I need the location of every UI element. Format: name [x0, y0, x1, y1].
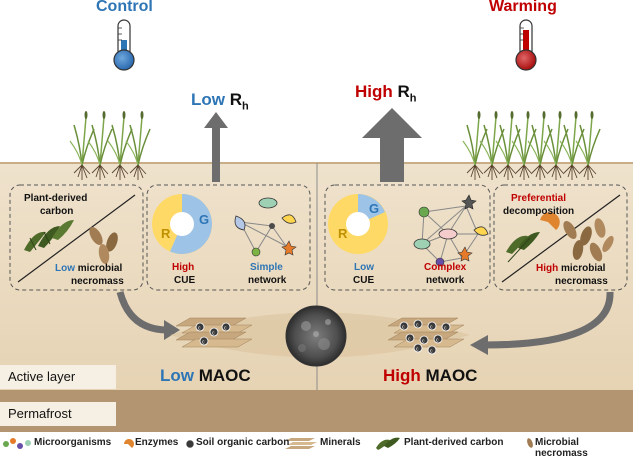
warming-necromass-label-1: High microbial [536, 263, 605, 274]
control-maoc-word: MAOC [198, 366, 251, 385]
warming-maoc-word: MAOC [425, 366, 478, 385]
control-pie-r: R [161, 226, 171, 241]
warming-rh-symbol: R [397, 82, 410, 101]
active-layer-label-box [0, 365, 116, 389]
control-microbe-box [146, 184, 311, 291]
legend-soc-label: Soil organic carbon [196, 437, 290, 448]
warming-necromass-word: microbial [561, 263, 606, 274]
control-simple-network [234, 197, 297, 257]
warming-plant-carbon-icon [506, 232, 540, 263]
control-necromass-arrow [116, 291, 169, 334]
legend-necromass-label: Microbial necromass [535, 437, 588, 459]
legend-microorganisms-label: Microorganisms [34, 437, 112, 448]
warming-thermometer-icon [515, 19, 537, 71]
warming-necromass-label-2: necromass [555, 276, 608, 287]
warming-network-label: network [426, 275, 465, 286]
warming-maoc-label: High MAOC [383, 366, 477, 386]
control-maoc-level: Low [160, 366, 194, 385]
warming-microbe-box [324, 184, 491, 291]
control-cue-level: High [172, 262, 195, 273]
warming-title: Warming [489, 0, 557, 15]
warming-rh-label: High Rh [355, 82, 417, 104]
control-maoc-label: Low MAOC [160, 366, 251, 386]
permafrost-label-box [0, 402, 116, 426]
control-network-level: Simple [250, 262, 283, 273]
control-necromass-level: Low [55, 263, 75, 274]
control-box-diagonal [17, 194, 136, 283]
warming-cue-label: CUE [353, 275, 375, 286]
warming-necromass-arrowhead [470, 335, 488, 355]
warming-cue-level: Low [354, 262, 374, 273]
control-pie-g: G [199, 212, 210, 227]
warming-box-diagonal [501, 194, 621, 283]
control-necromass-arrowhead [164, 320, 180, 340]
legend-soc-icon [185, 439, 195, 449]
control-necromass-label-2: necromass [71, 276, 124, 287]
permafrost-label: Permafrost [8, 406, 72, 421]
legend-plant-carbon-label: Plant-derived carbon [404, 437, 504, 448]
control-necromass-label-1: Low microbial [55, 263, 122, 274]
legend-necromass-icon [527, 438, 533, 448]
warming-cue-donut [328, 194, 388, 254]
legend-enzyme-icon [124, 439, 135, 448]
warming-necromass-arrow [483, 291, 614, 349]
control-necromass-icon [89, 226, 118, 264]
control-rh-label: Low Rh [191, 90, 249, 112]
warming-rh-subscript: h [409, 92, 417, 105]
control-plant-carbon-icon [24, 220, 74, 252]
control-cue-label: CUE [174, 275, 196, 286]
warming-rh-arrow [362, 108, 422, 182]
control-plant-carbon-label-1: Plant-derived [24, 193, 88, 204]
legend-minerals-icon [285, 438, 317, 449]
soil-micrograph-image [285, 305, 347, 367]
control-plant-carbon-label-2: carbon [40, 206, 74, 217]
legend-enzymes-label: Enzymes [135, 437, 179, 448]
control-network-label: network [248, 275, 287, 286]
warming-decomposition-label: decomposition [503, 206, 575, 217]
legend-microorganisms-icon [3, 438, 31, 449]
legend-plant-carbon-icon [376, 437, 400, 450]
control-necromass-word: microbial [77, 263, 123, 274]
legend: Microorganisms Enzymes Soil organic carb… [0, 434, 633, 459]
control-rh-symbol: R [229, 90, 243, 109]
warming-preferential-label: Preferential [511, 193, 567, 204]
warming-rh-level: High [355, 82, 393, 101]
warming-maoc-level: High [383, 366, 421, 385]
control-cue-donut [152, 194, 212, 254]
control-carbon-box [9, 184, 144, 291]
warming-network-level: Complex [424, 262, 467, 273]
control-thermometer-icon [113, 19, 135, 71]
warming-complex-network [413, 194, 489, 267]
control-title: Control [96, 0, 153, 15]
warming-pie-r: R [338, 226, 348, 241]
warming-carbon-box [493, 184, 628, 291]
warming-necromass-level: High [536, 263, 559, 274]
warming-pie-g: G [369, 201, 380, 216]
legend-minerals-label: Minerals [320, 437, 361, 448]
warming-necromass-icon [563, 218, 614, 262]
control-rh-subscript: h [242, 100, 249, 113]
control-rh-arrow [204, 112, 228, 182]
warming-enzyme-icon [540, 212, 560, 230]
control-rh-level: Low [191, 90, 225, 109]
active-layer-label: Active layer [8, 369, 76, 384]
